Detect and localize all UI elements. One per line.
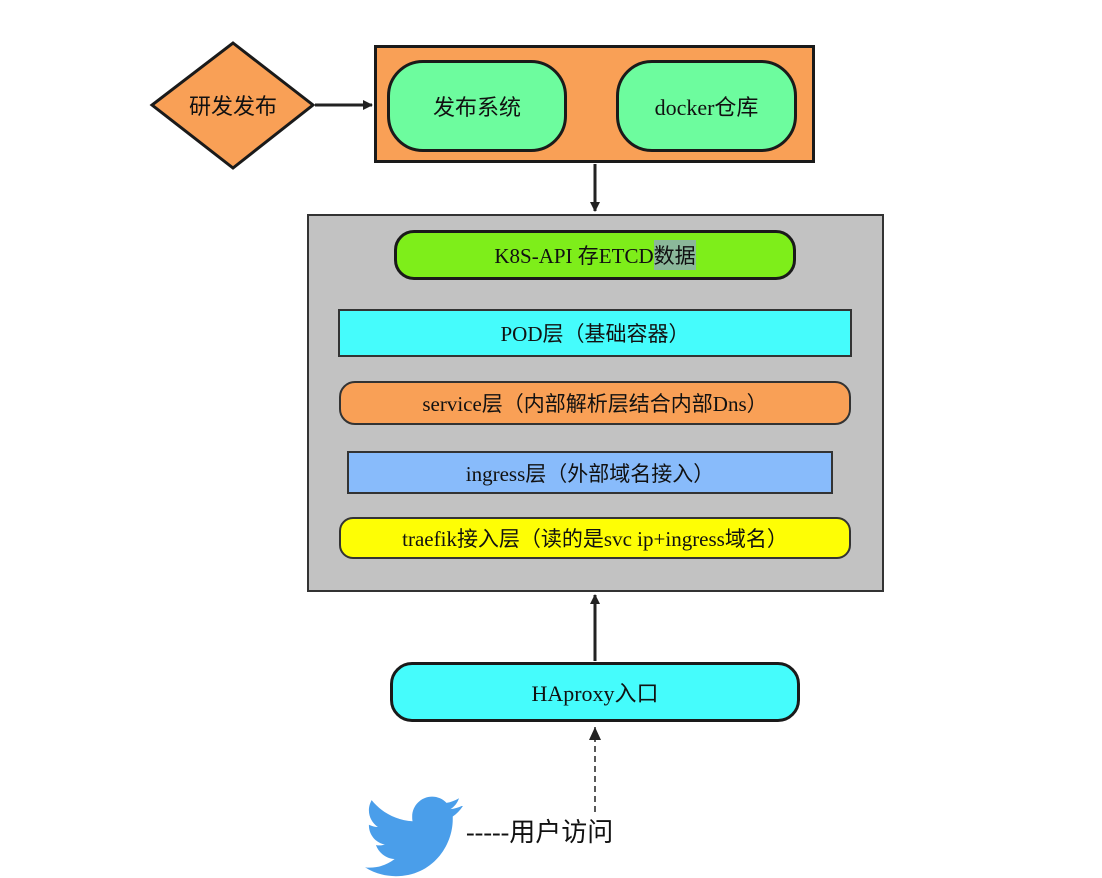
dev-release-label: 研发发布 <box>188 94 277 119</box>
arrow-user-to-haproxy-head <box>589 727 601 740</box>
ingress-layer-node: ingress层（外部域名接入） <box>347 451 833 494</box>
pod-layer-node: POD层（基础容器） <box>338 309 852 357</box>
twitter-bird-icon <box>365 796 463 877</box>
k8s-api-highlight: 数据 <box>653 240 696 270</box>
docker-registry-node: docker仓库 <box>616 60 797 152</box>
user-access-label: -----用户访问 <box>466 817 614 847</box>
haproxy-entry-node: HAproxy入口 <box>390 662 800 722</box>
release-system-node: 发布系统 <box>387 60 567 152</box>
service-layer-node: service层（内部解析层结合内部Dns） <box>339 381 851 425</box>
k8s-api-label: K8S-API 存ETCD <box>494 244 654 268</box>
dev-release-diamond <box>149 41 316 170</box>
traefik-layer-node: traefik接入层（读的是svc ip+ingress域名） <box>339 517 851 559</box>
